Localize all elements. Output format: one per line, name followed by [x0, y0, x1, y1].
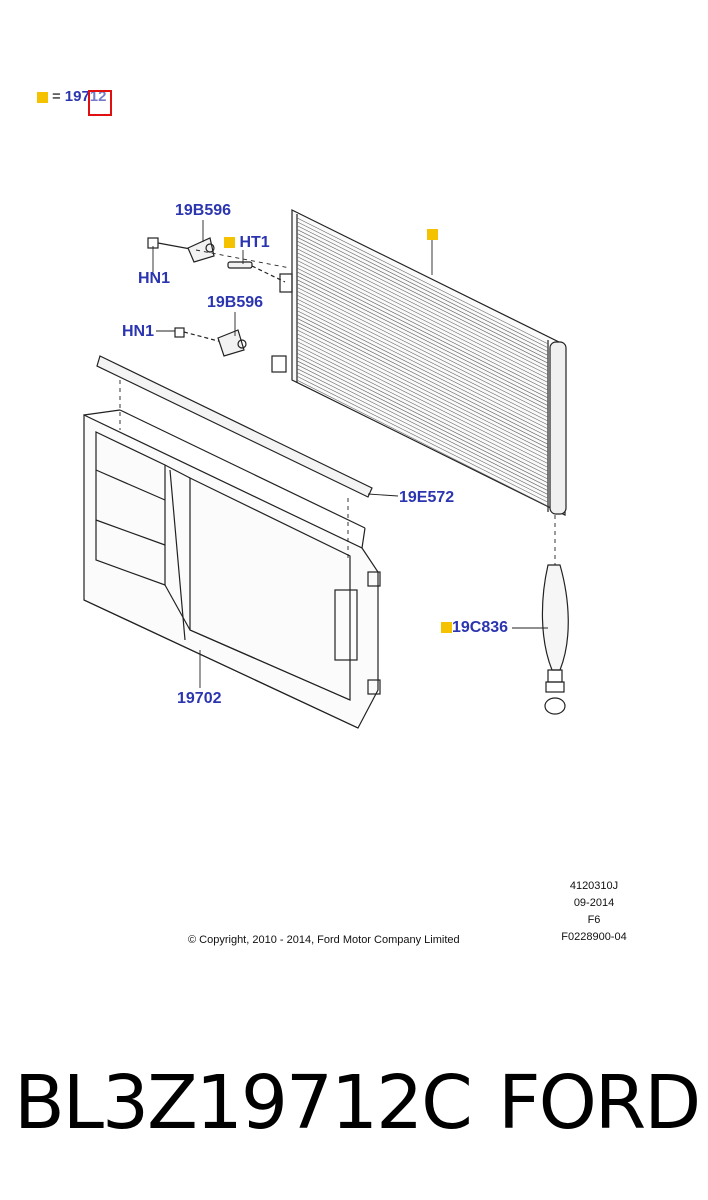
callout-19c836-text: 19C836 [452, 619, 509, 636]
part-number: BL3Z19712C [14, 1060, 473, 1146]
condenser-tank [549, 341, 567, 515]
revision-sheet: F6 [587, 914, 601, 926]
callout-19b596-upper[interactable]: 19B596 [175, 202, 232, 219]
callout-ht1[interactable]: HT1 [224, 234, 270, 252]
yellow-marker-icon [441, 622, 452, 634]
hardware-ht1 [227, 261, 286, 283]
callout-hn1-upper[interactable]: HN1 [138, 270, 171, 287]
shroud-frame [83, 409, 381, 729]
callout-ht1-text: HT1 [239, 234, 270, 251]
callout-19e572[interactable]: 19E572 [399, 489, 455, 506]
yellow-marker-icon [37, 91, 48, 103]
callout-hn1-lower[interactable]: HN1 [122, 323, 155, 340]
receiver-drier [541, 564, 569, 715]
revision-figure: F0228900-04 [561, 931, 627, 943]
revision-code: 4120310J [569, 880, 619, 892]
legend-code: 19712 [64, 88, 107, 105]
condenser-marker[interactable] [427, 226, 438, 244]
revision-date: 09-2014 [573, 897, 615, 909]
hardware-hn1-lower [174, 327, 223, 343]
condenser [291, 209, 566, 516]
yellow-marker-icon [427, 229, 438, 241]
hardware-19b596-lower [217, 329, 247, 357]
legend-equals: = [52, 88, 61, 105]
condenser-fins [296, 217, 549, 507]
callout-19702[interactable]: 19702 [177, 690, 222, 707]
highlight-box[interactable] [88, 90, 112, 116]
yellow-marker-icon [224, 237, 235, 249]
hardware-19b596-top [187, 237, 215, 263]
callout-19c836[interactable]: 19C836 [441, 619, 508, 637]
revision-info: 4120310J 09-2014 F6 F0228900-04 [546, 878, 642, 946]
legend: =19712 [37, 88, 106, 105]
brand-name: FORD [498, 1060, 701, 1146]
seal-strip [96, 355, 373, 498]
copyright-notice: © Copyright, 2010 - 2014, Ford Motor Com… [188, 934, 460, 946]
exploded-diagram [83, 209, 569, 729]
callout-19b596-lower[interactable]: 19B596 [207, 294, 264, 311]
